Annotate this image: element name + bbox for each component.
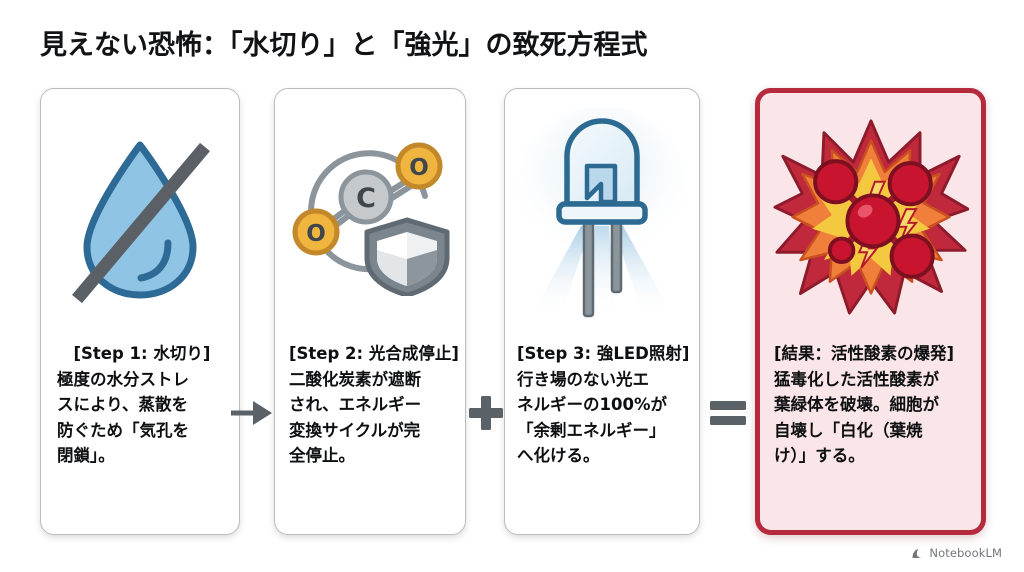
svg-text:C: C (356, 183, 376, 214)
result-panel: [結果：活性酸素の爆発] 猛毒化した活性酸素が 葉緑体を破壊。細胞が 自壊し「白… (755, 88, 986, 535)
result-caption: [結果：活性酸素の爆発] 猛毒化した活性酸素が 葉緑体を破壊。細胞が 自壊し「白… (774, 344, 955, 466)
plus-operator (463, 390, 509, 436)
step-3-panel: [Step 3: 強LED照射] 行き場のない光エ ネルギーの100%が 「余剰… (504, 88, 700, 535)
ros-explosion-molecule-icon (772, 119, 969, 315)
step-1-caption: [Step 1: 水切り] 極度の水分ストレ スにより、蒸散を 防ぐため「気孔を… (57, 344, 211, 466)
step-2-caption: [Step 2: 光合成停止] 二酸化炭素が遮断 され、エネルギー 変換サイクル… (289, 344, 459, 466)
step-3-icon-area (505, 89, 699, 341)
svg-text:O: O (306, 221, 326, 247)
no-water-droplet-icon (72, 141, 210, 303)
notebooklm-watermark: NotebookLM (911, 546, 1002, 560)
led-light-icon (516, 107, 687, 317)
step-2-panel: C O O [Step 2: 光 (274, 88, 466, 535)
equals-operator (705, 390, 751, 436)
plus-icon (469, 396, 503, 430)
step-3-caption: [Step 3: 強LED照射] 行き場のない光エ ネルギーの100%が 「余剰… (517, 344, 690, 466)
step-1-icon-area (41, 89, 239, 341)
svg-text:O: O (409, 155, 429, 181)
steps-row: [Step 1: 水切り] 極度の水分ストレ スにより、蒸散を 防ぐため「気孔を… (0, 88, 1024, 538)
arrow-right-operator (228, 390, 274, 436)
result-icon-area (760, 93, 981, 341)
watermark-label: NotebookLM (929, 546, 1002, 560)
step-2-icon-area: C O O (275, 89, 465, 341)
arrow-right-icon (231, 401, 272, 425)
notebooklm-icon (912, 548, 923, 558)
page-title: 見えない恐怖：「水切り」と「強光」の致死方程式 (40, 30, 648, 61)
equals-icon (710, 401, 746, 425)
step-1-panel: [Step 1: 水切り] 極度の水分ストレ スにより、蒸散を 防ぐため「気孔を… (40, 88, 240, 535)
shield-icon (364, 217, 450, 296)
co2-blocked-shield-icon: C O O (292, 142, 450, 296)
